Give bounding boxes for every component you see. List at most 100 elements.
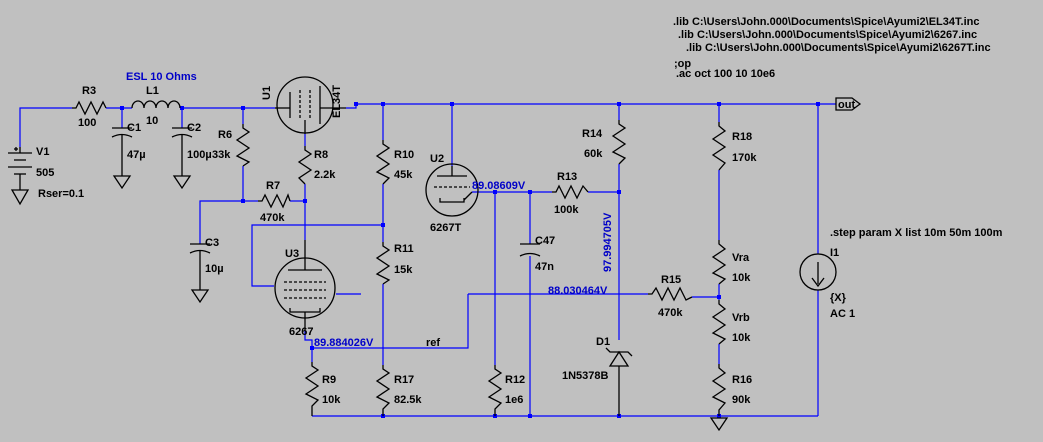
r8-value: 2.2k [314, 169, 336, 181]
c1-value: 47µ [127, 149, 146, 161]
vrb-value: 10k [732, 332, 751, 344]
vra-name: Vra [732, 252, 750, 264]
labels: V1 505 Rser=0.1 R3 100 ESL 10 Ohms L1 10… [36, 16, 1003, 406]
directive-op: ;op [674, 58, 691, 70]
vrb-name: Vrb [732, 312, 750, 324]
v1-symbol[interactable] [8, 147, 32, 206]
l1-value: 10 [146, 115, 158, 127]
out-label: out [838, 99, 855, 111]
r16-value: 90k [732, 394, 751, 406]
r7-name: R7 [266, 180, 280, 192]
u2-name: U2 [430, 153, 444, 165]
r6-value: 33k [212, 149, 231, 161]
r15-value: 470k [658, 307, 683, 319]
c47-symbol[interactable] [519, 243, 541, 257]
c47-name: C47 [535, 235, 555, 247]
r17-symbol[interactable] [375, 365, 391, 416]
l1-symbol[interactable] [131, 100, 181, 109]
r10-symbol[interactable] [375, 140, 391, 185]
ref-label: ref [426, 337, 440, 349]
r12-value: 1e6 [505, 394, 523, 406]
v1-value: 505 [36, 167, 54, 179]
r12-name: R12 [505, 374, 525, 386]
c3-name: C3 [205, 237, 219, 249]
directive-lib3: .lib C:\Users\John.000\Documents\Spice\A… [686, 42, 991, 54]
voltage-zener: 97.994705V [602, 212, 614, 272]
r3-name: R3 [82, 85, 96, 97]
voltage-u3-cathode: 89.884026V [314, 337, 374, 349]
r6-name: R6 [218, 129, 232, 141]
u1-name: U1 [261, 86, 273, 100]
directive-step: .step param X list 10m 50m 100m [830, 227, 1003, 239]
r8-symbol[interactable] [297, 146, 313, 185]
directive-lib2: .lib C:\Users\John.000\Documents\Spice\A… [678, 29, 977, 41]
u2-symbol[interactable] [425, 163, 479, 217]
r11-symbol[interactable] [375, 242, 391, 285]
r10-value: 45k [394, 169, 413, 181]
directive-ac: .ac oct 100 10 10e6 [676, 68, 775, 80]
r18-value: 170k [732, 152, 757, 164]
r18-symbol[interactable] [711, 122, 727, 171]
i1-value: {X} [830, 292, 847, 304]
c1-name: C1 [127, 122, 141, 134]
r3-symbol[interactable] [72, 100, 107, 116]
l1-name: L1 [146, 85, 159, 97]
u3-symbol[interactable] [274, 240, 336, 330]
r14-value: 60k [584, 148, 603, 160]
u1-symbol[interactable] [275, 76, 346, 134]
r6-symbol[interactable] [235, 124, 251, 167]
c2-name: C2 [187, 122, 201, 134]
wires [19, 103, 836, 417]
voltage-u2-cathode: 89.08609V [472, 180, 526, 192]
directive-lib1: .lib C:\Users\John.000\Documents\Spice\A… [673, 16, 979, 28]
r12-symbol[interactable] [487, 365, 503, 416]
u3-name: U3 [285, 248, 299, 260]
vrb-symbol[interactable] [711, 300, 727, 345]
c2-symbol[interactable] [171, 127, 193, 190]
u2-value: 6267T [430, 222, 461, 234]
i1-name: I1 [830, 247, 839, 259]
r3-value: 100 [78, 117, 96, 129]
v1-name: V1 [36, 146, 49, 158]
r13-symbol[interactable] [552, 184, 589, 200]
r9-symbol[interactable] [304, 362, 320, 416]
u3-value: 6267 [289, 326, 313, 338]
ground-symbol [709, 417, 729, 432]
r9-value: 10k [322, 394, 341, 406]
r18-name: R18 [732, 131, 752, 143]
r7-symbol[interactable] [258, 193, 291, 209]
d1-symbol[interactable] [605, 347, 633, 416]
r16-symbol[interactable] [711, 364, 727, 416]
c47-value: 47n [535, 261, 554, 273]
l1-note: ESL 10 Ohms [126, 71, 197, 83]
u1-value: EL34T [331, 85, 343, 118]
d1-value: 1N5378B [562, 370, 609, 382]
c2-value: 100µ [187, 149, 212, 161]
out-port[interactable] [835, 97, 862, 111]
r11-value: 15k [394, 264, 413, 276]
r15-symbol[interactable] [648, 286, 693, 302]
r13-value: 100k [554, 204, 579, 216]
r11-name: R11 [394, 243, 414, 255]
voltage-mid: 88.030464V [548, 285, 608, 297]
r10-name: R10 [394, 149, 414, 161]
r8-name: R8 [314, 149, 328, 161]
d1-name: D1 [596, 336, 610, 348]
i1-symbol[interactable] [799, 253, 837, 291]
c3-value: 10µ [205, 263, 224, 275]
r16-name: R16 [732, 374, 752, 386]
v1-extra: Rser=0.1 [38, 188, 84, 200]
i1-extra: AC 1 [830, 308, 855, 320]
c1-symbol[interactable] [111, 127, 133, 190]
r17-value: 82.5k [394, 394, 422, 406]
vra-value: 10k [732, 272, 751, 284]
r13-name: R13 [557, 171, 577, 183]
vra-symbol[interactable] [711, 240, 727, 285]
c3-symbol[interactable] [189, 243, 211, 304]
r15-name: R15 [661, 274, 681, 286]
r14-symbol[interactable] [611, 120, 627, 165]
r9-name: R9 [322, 374, 336, 386]
r17-name: R17 [394, 374, 414, 386]
